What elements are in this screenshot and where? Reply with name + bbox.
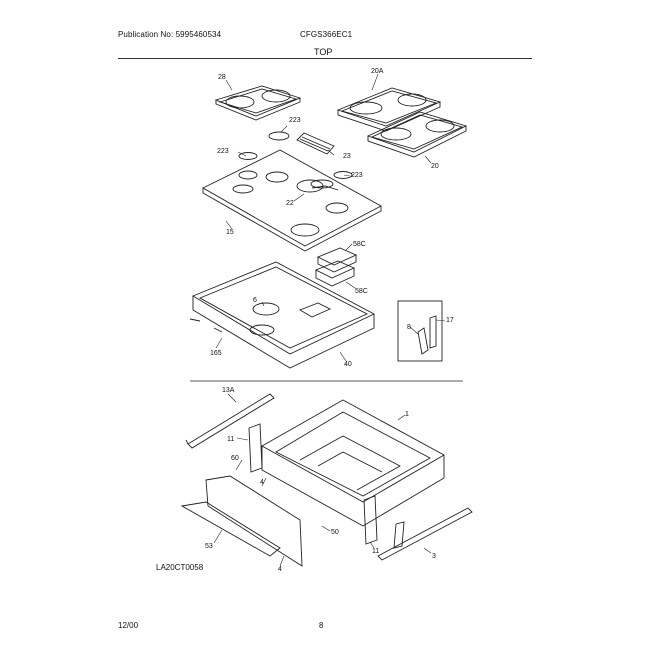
header-rule [118,58,532,59]
callout-4-bottom: 4 [278,566,282,573]
model-number: CFGS366EC1 [300,30,353,39]
callout-223-left: 223 [217,148,229,155]
callout-17: 17 [446,317,454,324]
diagram-code: LA20CT0058 [156,563,204,572]
burner-box-lower [314,260,356,287]
burner-box-upper [316,247,358,273]
publication-number: Publication No: 5995460534 [118,30,222,39]
callout-1: 1 [405,411,409,418]
callout-223-top: 223 [289,117,301,124]
inset-detail-box [397,300,443,362]
burner-chassis [189,261,376,369]
grate-right-upper [336,87,442,132]
callout-60: 60 [231,455,239,462]
callout-13a: 13A [222,387,235,394]
callout-20a: 20A [371,68,384,75]
page-number: 8 [319,621,324,630]
callout-20: 20 [431,163,439,170]
callout-40: 40 [344,361,352,368]
callout-28: 28 [218,74,226,81]
callout-11-right: 11 [372,548,380,555]
callout-15: 15 [226,229,234,236]
callout-6: 6 [253,297,257,304]
callout-8: 8 [407,324,411,331]
callout-53: 53 [205,543,213,550]
callout-223-right: 223 [351,172,363,179]
callout-165: 165 [210,350,222,357]
knob-strip [296,132,335,155]
callout-23: 23 [343,153,351,160]
callout-58c-bottom: 58C [355,288,368,295]
storage-drawer [261,399,445,527]
grate-right-lower [366,111,468,158]
drawer-front-panel [180,475,303,567]
callout-50: 50 [331,529,339,536]
section-title: TOP [314,47,333,57]
callout-22: 22 [286,200,294,207]
callout-4-mid: 4 [260,479,264,486]
callout-3: 3 [432,553,436,560]
drawer-rail-left [185,393,275,449]
callout-11-left: 11 [227,436,235,443]
cooktop-panel [202,149,382,252]
drawer-rail-right [377,507,473,561]
footer-date: 12/00 [118,621,139,630]
grate-left [214,85,302,121]
callout-58c-top: 58C [353,241,366,248]
